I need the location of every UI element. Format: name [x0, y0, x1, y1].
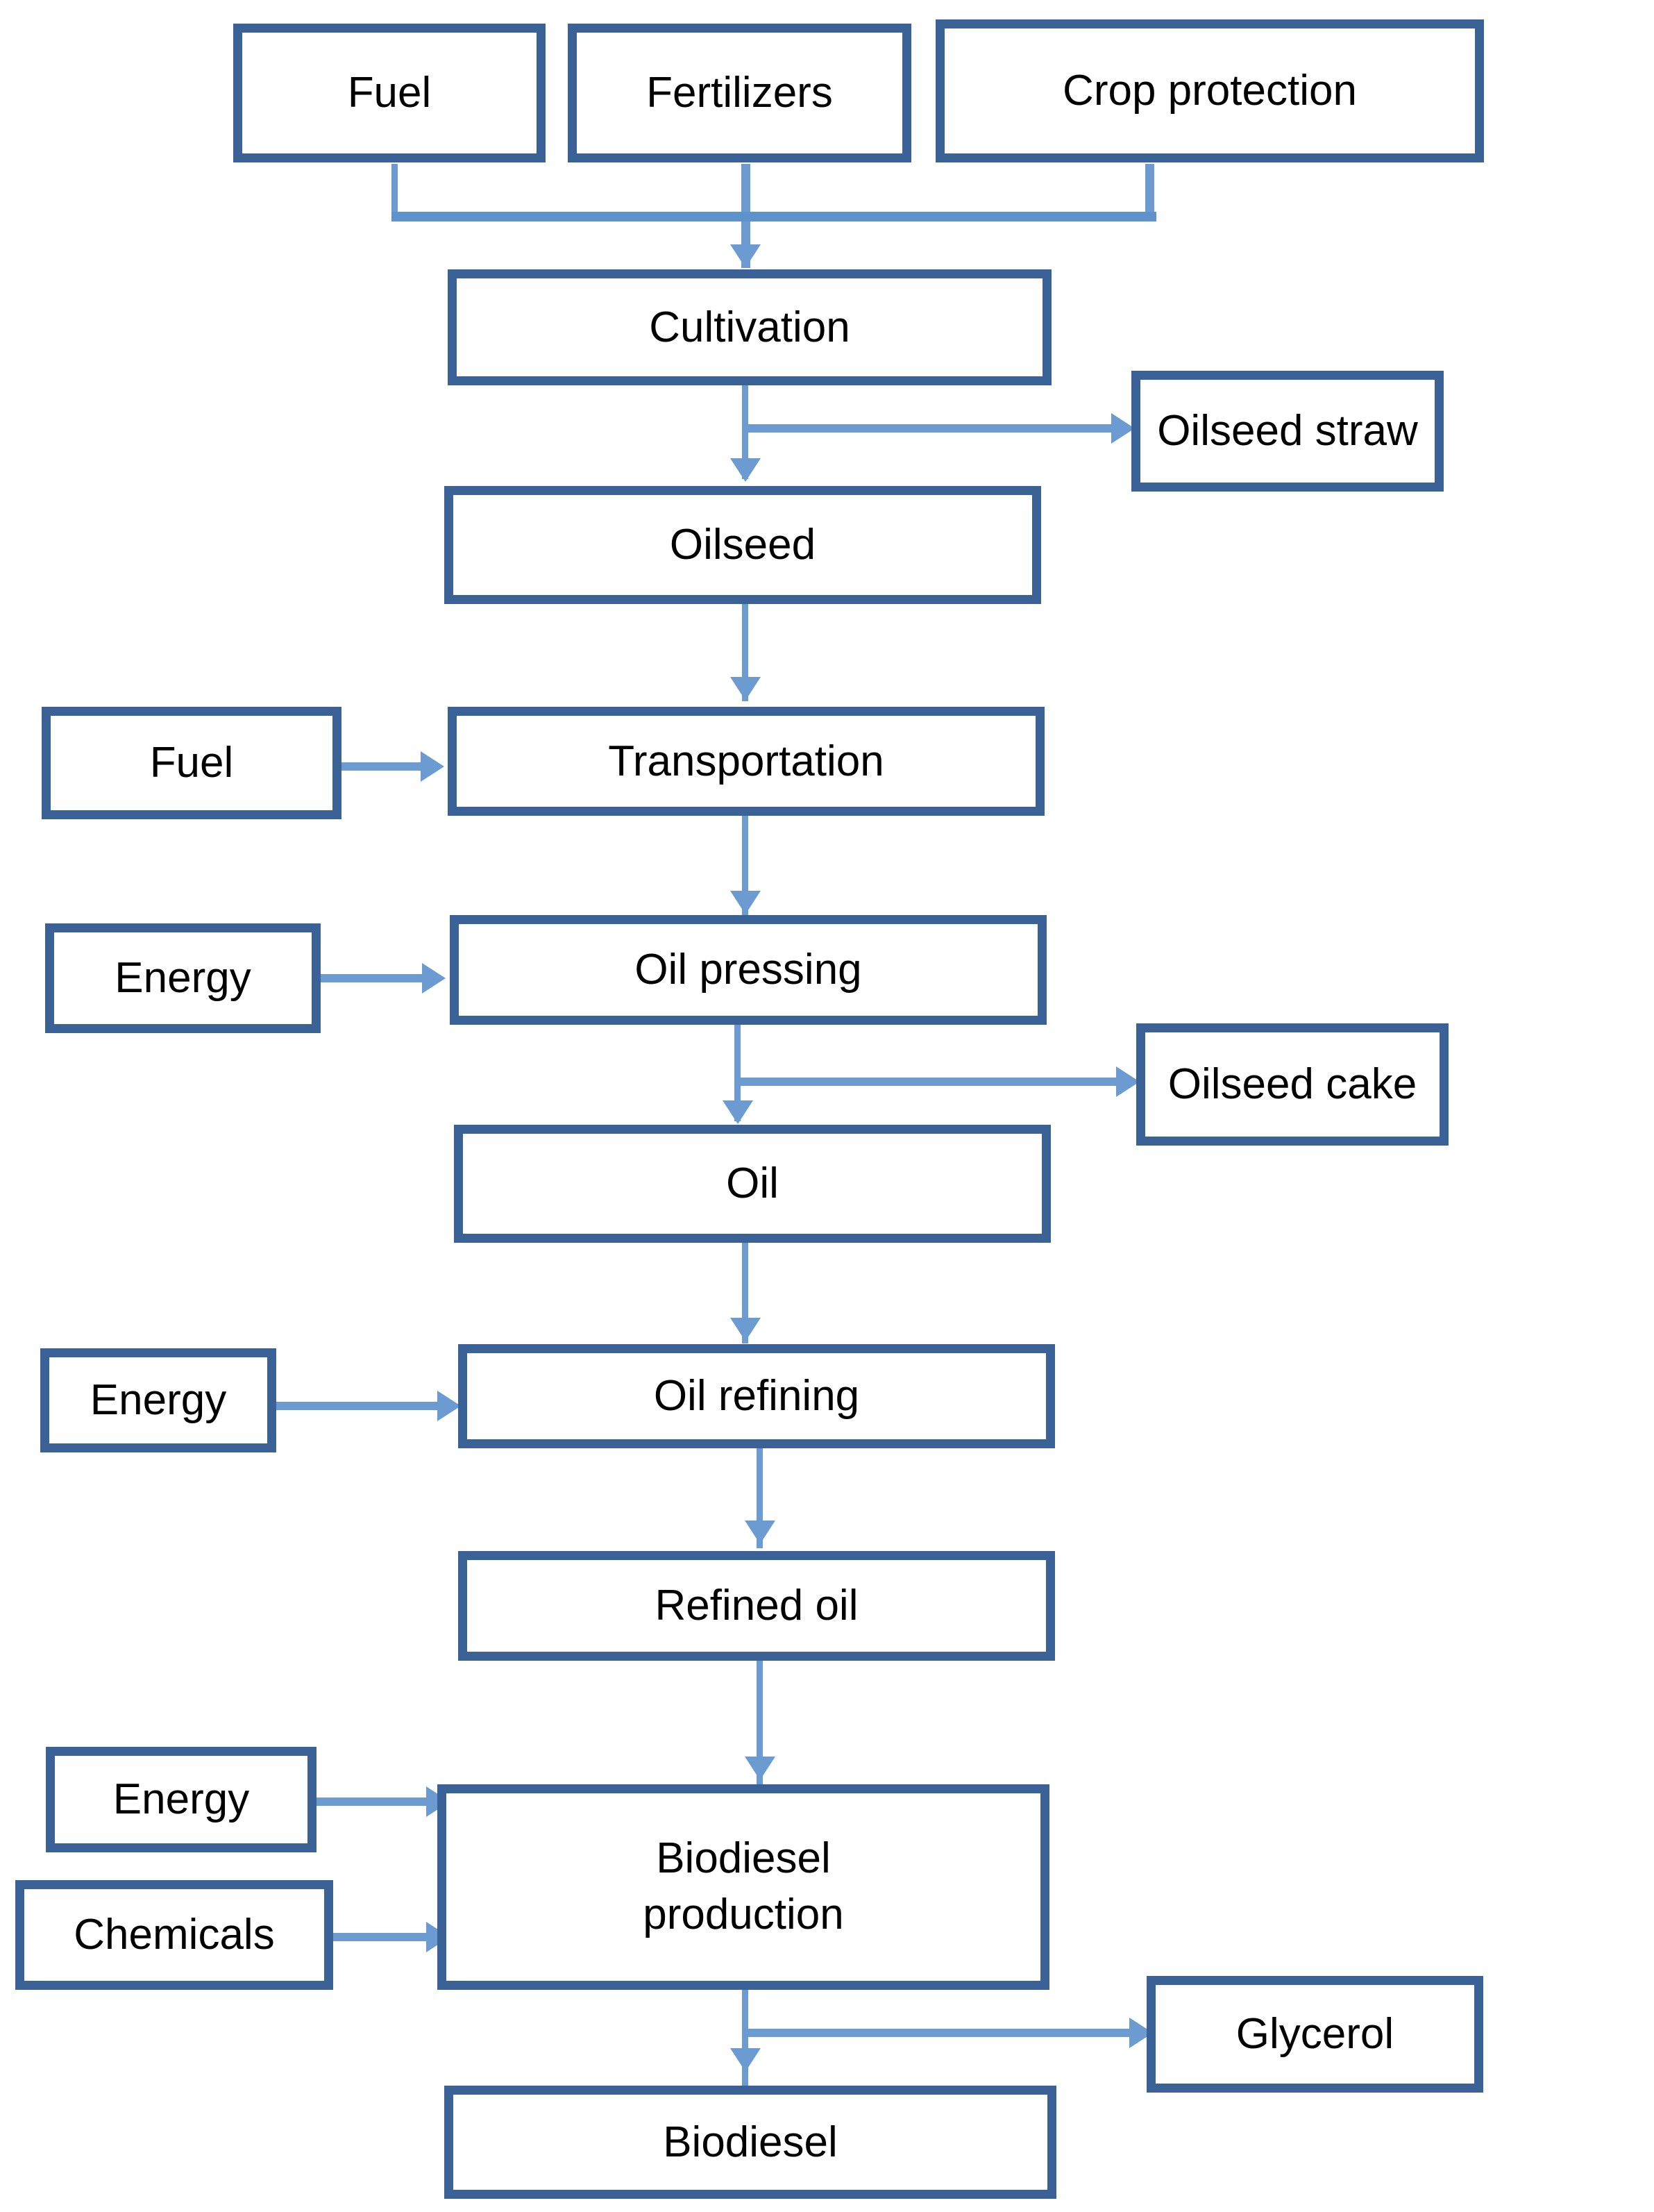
node-label: Chemicals: [74, 1911, 275, 1959]
node-energy-refining[interactable]: Energy: [40, 1348, 276, 1452]
node-chemicals[interactable]: Chemicals: [15, 1880, 333, 1990]
node-label: Oilseed cake: [1167, 1060, 1417, 1109]
node-fuel-top[interactable]: Fuel: [233, 24, 546, 162]
arrow-into-oilseed-cake: [1116, 1066, 1140, 1097]
node-label: Oil pressing: [634, 946, 862, 994]
connector-biodiesel-production-to-glycerol: [742, 2029, 1135, 2037]
arrow-into-oil-refining: [730, 1318, 761, 1341]
node-glycerol[interactable]: Glycerol: [1147, 1976, 1483, 2093]
connector-cultivation-to-straw: [742, 424, 1117, 433]
connector-energy-to-oil-pressing: [321, 974, 426, 982]
arrow-into-oilseed: [730, 458, 761, 482]
arrow-into-oilseed-straw: [1111, 413, 1135, 444]
connector-oilseed-down: [742, 604, 748, 701]
node-label: Glycerol: [1235, 2010, 1394, 2059]
node-label: Fuel: [347, 69, 432, 117]
connector-chemicals-to-biodiesel: [332, 1933, 430, 1941]
node-label: Oil: [726, 1159, 779, 1208]
node-label: Cultivation: [649, 303, 850, 351]
connector-oil-pressing-down: [734, 1024, 741, 1121]
node-crop-protection[interactable]: Crop protection: [936, 19, 1484, 162]
arrow-into-biodiesel-production: [745, 1757, 775, 1780]
arrow-into-transportation-side: [421, 751, 444, 782]
connector-row1-bus: [391, 212, 1156, 221]
node-oil-refining[interactable]: Oil refining: [458, 1344, 1055, 1448]
connector-fuel-to-transportation: [341, 762, 425, 771]
node-label: Fertilizers: [646, 69, 833, 117]
node-oilseed-cake[interactable]: Oilseed cake: [1136, 1023, 1449, 1146]
node-label: Transportation: [608, 737, 884, 785]
node-biodiesel-production[interactable]: Biodiesel production: [437, 1784, 1049, 1990]
connector-transportation-down: [742, 816, 748, 916]
arrow-into-oil: [723, 1100, 753, 1124]
arrow-into-biodiesel: [730, 2048, 761, 2072]
node-oilseed[interactable]: Oilseed: [444, 486, 1041, 604]
node-label: Oilseed straw: [1157, 407, 1418, 455]
arrow-into-cultivation: [730, 244, 761, 268]
node-label: Oilseed: [669, 521, 816, 569]
connector-energy-to-oil-refining: [276, 1402, 441, 1410]
node-label: Biodiesel production: [643, 1834, 844, 1938]
connector-cropprotection-stem: [1145, 164, 1154, 219]
node-label: Energy: [112, 1775, 250, 1824]
connector-fuel-stem: [391, 164, 398, 219]
node-biodiesel[interactable]: Biodiesel: [444, 2086, 1056, 2199]
node-refined-oil[interactable]: Refined oil: [458, 1551, 1055, 1661]
connector-oil-refining-down: [757, 1448, 763, 1548]
node-label: Oil refining: [653, 1372, 860, 1421]
arrow-into-oil-pressing-side: [422, 963, 446, 994]
node-energy-biodiesel[interactable]: Energy: [46, 1747, 317, 1852]
node-label: Fuel: [149, 739, 234, 787]
node-label: Crop protection: [1063, 67, 1357, 115]
connector-refined-oil-down: [757, 1659, 763, 1784]
node-cultivation[interactable]: Cultivation: [448, 269, 1052, 385]
node-fertilizers[interactable]: Fertilizers: [568, 24, 911, 162]
node-oilseed-straw[interactable]: Oilseed straw: [1131, 371, 1444, 492]
node-energy-pressing[interactable]: Energy: [45, 923, 321, 1033]
arrow-into-oil-pressing: [730, 891, 761, 914]
node-label: Refined oil: [655, 1582, 859, 1630]
connector-energy-to-biodiesel: [314, 1798, 430, 1806]
connector-oil-pressing-to-cake: [734, 1078, 1122, 1086]
node-fuel-transport[interactable]: Fuel: [42, 707, 341, 819]
arrow-into-transportation: [730, 677, 761, 701]
connector-oil-down: [742, 1243, 748, 1343]
arrow-into-oil-refining-side: [437, 1391, 461, 1421]
node-oil[interactable]: Oil: [454, 1125, 1051, 1243]
arrow-into-refined-oil: [745, 1520, 775, 1544]
node-label: Energy: [115, 954, 251, 1003]
node-label: Energy: [90, 1376, 227, 1425]
node-label: Biodiesel: [663, 2118, 838, 2166]
node-oil-pressing[interactable]: Oil pressing: [450, 915, 1047, 1025]
node-transportation[interactable]: Transportation: [448, 707, 1045, 816]
